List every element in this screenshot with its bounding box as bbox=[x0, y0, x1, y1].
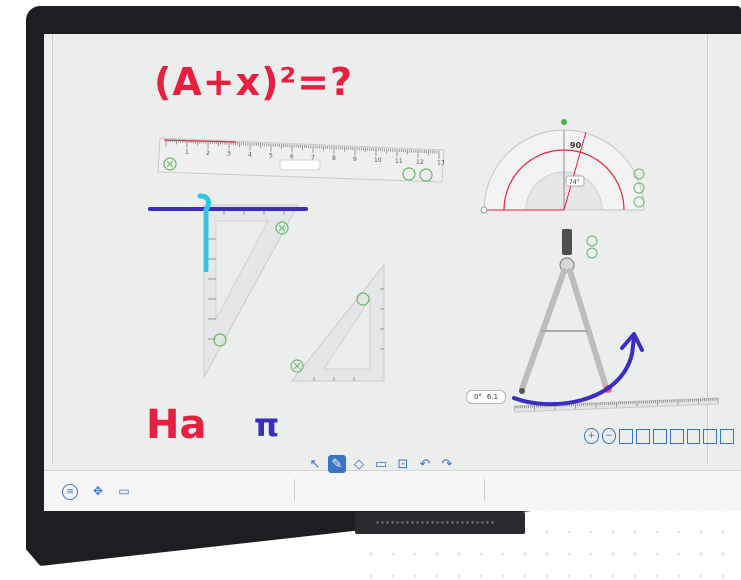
taskbar-divider-right bbox=[484, 479, 485, 501]
zoom-out-icon[interactable]: − bbox=[601, 428, 617, 444]
ruler-tick-label: 1 bbox=[185, 149, 189, 156]
ruler-tick-label: 12 bbox=[416, 159, 424, 166]
rectangle-icon[interactable]: ▭ bbox=[374, 456, 388, 472]
zoom-in-icon[interactable]: + bbox=[584, 428, 599, 444]
ruler-tick-label: 13 bbox=[437, 160, 445, 167]
compass-readout-left: 0° bbox=[473, 393, 482, 401]
compass-tool[interactable] bbox=[514, 219, 654, 419]
drawing-toolbar: ↖ ✎ ◇ ▭ ⊡ ↶ ↷ bbox=[306, 453, 486, 475]
toolbox-icon[interactable]: ▭ bbox=[118, 484, 130, 498]
ink-strokes-t bbox=[148, 193, 308, 272]
redo-icon[interactable]: ↷ bbox=[441, 456, 453, 472]
taskbar: ≡ ✥ ▭ ↖ ✎ ◇ ▭ ⊡ ↶ ↷ bbox=[44, 455, 741, 511]
ruler-close-icon bbox=[163, 157, 177, 171]
speaker-grille bbox=[375, 520, 495, 526]
page-5-icon[interactable] bbox=[686, 428, 701, 444]
taskbar-divider-left bbox=[294, 479, 295, 501]
set-square-large[interactable] bbox=[194, 199, 304, 384]
ruler-tick-label: 6 bbox=[290, 153, 294, 160]
ruler-tick-label: 4 bbox=[248, 152, 252, 159]
protractor-angle-readout: 74° bbox=[569, 179, 580, 186]
ruler-tick-label: 8 bbox=[332, 155, 336, 162]
protractor-center-label: 90 bbox=[570, 141, 582, 150]
ruler-tick-label: 10 bbox=[374, 157, 382, 164]
select-icon[interactable]: ↖ bbox=[309, 456, 321, 472]
ruler-tick-label: 9 bbox=[353, 156, 357, 163]
set-square-small[interactable] bbox=[284, 259, 429, 389]
ruler-tick-label: 5 bbox=[269, 153, 273, 160]
page-nav-bar: + − bbox=[584, 427, 734, 445]
page-6-icon[interactable] bbox=[703, 428, 718, 444]
move-icon[interactable]: ✥ bbox=[92, 484, 104, 498]
ruler-tick-label: 2 bbox=[206, 150, 210, 157]
pi-handwriting: π bbox=[254, 406, 280, 444]
ruler-tick-label: 11 bbox=[395, 158, 403, 165]
greeting-handwriting: Ha bbox=[146, 402, 207, 448]
insert-icon[interactable]: ⊡ bbox=[397, 456, 409, 472]
pen-icon[interactable]: ✎ bbox=[328, 455, 346, 473]
ink-arc-stroke bbox=[512, 332, 644, 407]
menu-icon[interactable]: ≡ bbox=[62, 484, 78, 500]
page-4-icon[interactable] bbox=[669, 428, 684, 444]
compass-readout: 0° 6.1 bbox=[466, 390, 506, 404]
compass-readout-right: 6.1 bbox=[486, 393, 499, 401]
ruler-tick-label: 3 bbox=[227, 151, 231, 158]
page-7-icon[interactable] bbox=[720, 428, 734, 444]
page-1-icon[interactable] bbox=[619, 428, 634, 444]
board-frame-left bbox=[52, 34, 53, 464]
eraser-icon[interactable]: ◇ bbox=[354, 456, 364, 472]
ruler-tick-label: 7 bbox=[311, 154, 315, 161]
formula-handwriting: (A+x)²=? bbox=[154, 60, 354, 104]
board-frame-right bbox=[707, 34, 708, 464]
undo-icon[interactable]: ↶ bbox=[419, 456, 431, 472]
page-3-icon[interactable] bbox=[653, 428, 667, 444]
page-2-icon[interactable] bbox=[636, 428, 650, 444]
protractor-tool[interactable]: 90 74° bbox=[474, 114, 664, 219]
